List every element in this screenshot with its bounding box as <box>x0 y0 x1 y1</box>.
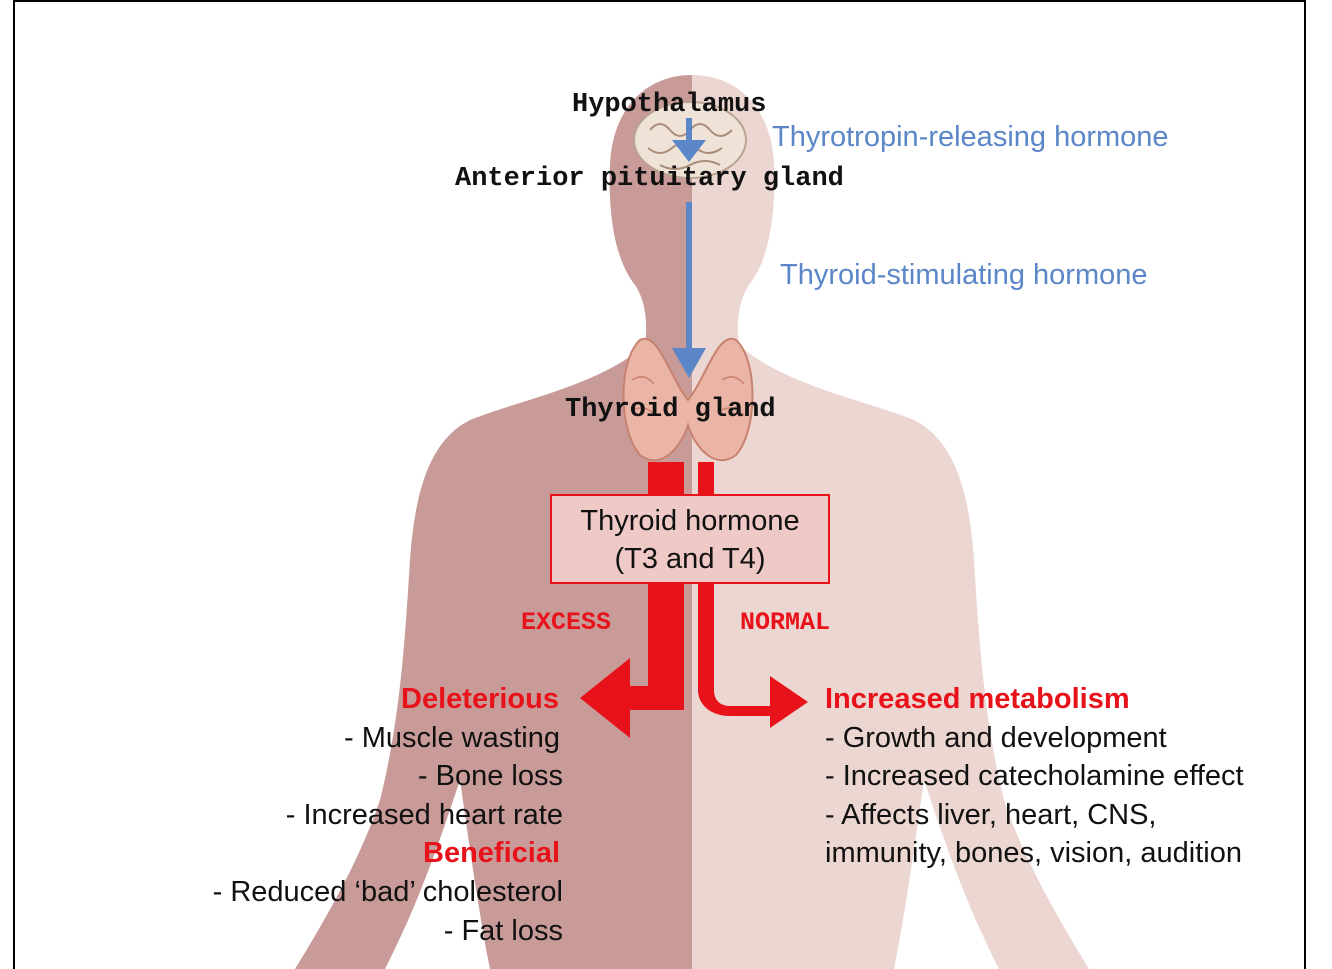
deleterious-item: - Increased heart rate <box>286 799 563 832</box>
normal-label: NORMAL <box>740 608 830 637</box>
deleterious-item: - Bone loss <box>418 760 563 793</box>
deleterious-item: - Muscle wasting <box>344 722 560 755</box>
thyroid-hormone-box: Thyroid hormone (T3 and T4) <box>550 494 830 584</box>
thyroid-hormone-box-line2: (T3 and T4) <box>552 540 828 578</box>
metabolism-item: - Increased catecholamine effect <box>825 760 1244 793</box>
deleterious-heading: Deleterious <box>401 683 559 716</box>
trh-label: Thyrotropin-releasing hormone <box>772 121 1169 154</box>
beneficial-item: - Fat loss <box>444 915 563 948</box>
hypothalamus-label: Hypothalamus <box>572 90 766 120</box>
tsh-label: Thyroid-stimulating hormone <box>780 259 1147 292</box>
thyroid-gland-label: Thyroid gland <box>565 395 776 425</box>
metabolism-item: immunity, bones, vision, audition <box>825 837 1242 870</box>
metabolism-item: - Growth and development <box>825 722 1167 755</box>
beneficial-heading: Beneficial <box>423 837 560 870</box>
anterior-pituitary-label: Anterior pituitary gland <box>455 164 844 194</box>
beneficial-item: - Reduced ‘bad’ cholesterol <box>213 876 563 909</box>
metabolism-item: - Affects liver, heart, CNS, <box>825 799 1156 832</box>
excess-label: EXCESS <box>521 608 611 637</box>
increased-metabolism-heading: Increased metabolism <box>825 683 1130 716</box>
thyroid-hormone-box-line1: Thyroid hormone <box>552 502 828 540</box>
